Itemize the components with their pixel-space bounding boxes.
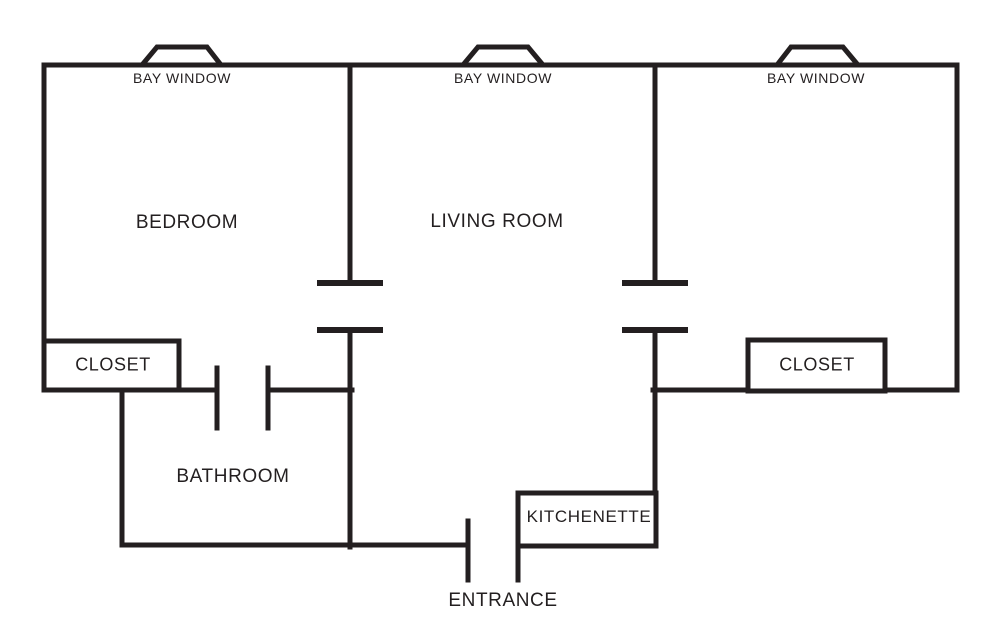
bay-window-right-label: BAY WINDOW: [766, 70, 866, 86]
bay-window-left-label: BAY WINDOW: [132, 70, 232, 86]
living-room-label: LIVING ROOM: [430, 211, 564, 232]
storage-boxes: [41, 337, 888, 549]
closet-left-label: CLOSET: [75, 354, 151, 375]
door-openings: [214, 280, 688, 583]
bay-windows: [136, 44, 864, 68]
bay-window-right-shape: [771, 44, 864, 68]
bay-window-left-shape: [136, 44, 227, 68]
kitchenette-shape: [515, 490, 659, 549]
closet-right-shape: [745, 337, 888, 394]
kitchenette-label: KITCHENETTE: [526, 507, 652, 526]
bedroom-label: BEDROOM: [135, 212, 239, 233]
bay-window-center-label: BAY WINDOW: [453, 70, 553, 86]
entrance-label: ENTRANCE: [448, 590, 558, 611]
bathroom-label: BATHROOM: [176, 466, 290, 487]
bay-window-center-shape: [457, 44, 549, 68]
closet-left-shape: [41, 338, 182, 393]
closet-right-label: CLOSET: [779, 354, 855, 375]
